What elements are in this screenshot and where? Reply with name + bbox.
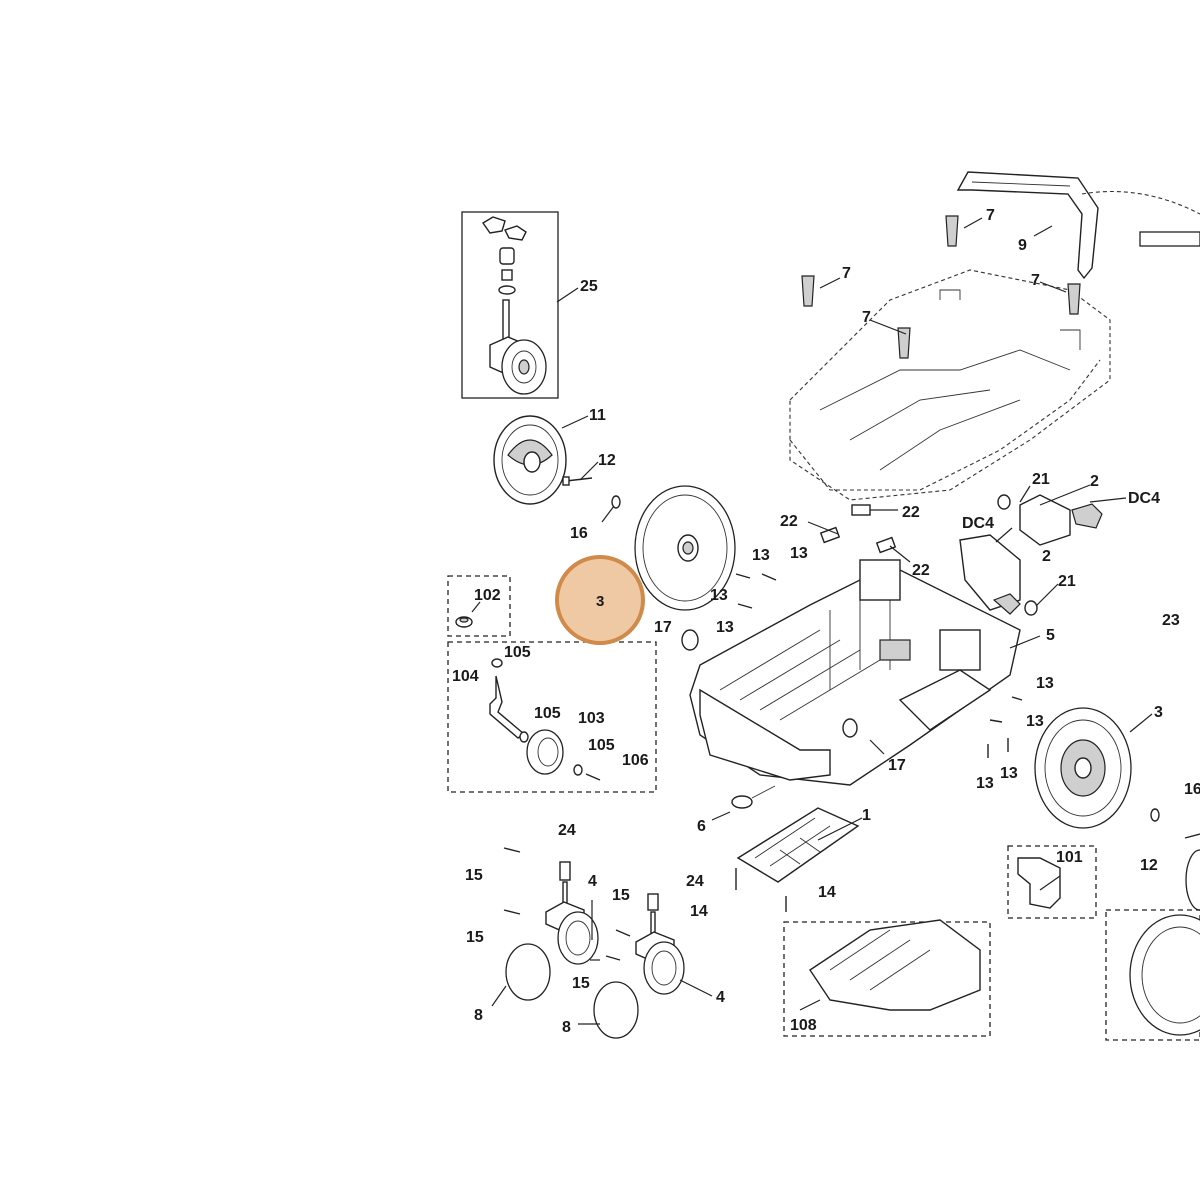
callout-108: 108 — [790, 1017, 817, 1034]
gasket-22-a — [819, 526, 841, 544]
callout-1: 1 — [862, 807, 871, 824]
callout-16: 16 — [570, 525, 588, 542]
caster-wheel-4-right — [635, 893, 685, 995]
callout-22: 22 — [912, 562, 930, 579]
chassis-5 — [689, 559, 1021, 786]
callout-labels: 25 11 12 16 102 105 104 105 103 105 106 … — [452, 207, 1200, 1036]
callout-dc4: DC4 — [1128, 490, 1160, 507]
kit-101-frame — [1007, 845, 1097, 919]
callout-13: 13 — [710, 587, 728, 604]
highlight-label: 3 — [596, 593, 604, 610]
drive-motor-2-lower — [959, 534, 1038, 616]
washer-16-left — [611, 495, 621, 509]
callout-22: 22 — [780, 513, 798, 530]
callout-103: 103 — [578, 710, 605, 727]
callout-2: 2 — [1090, 473, 1099, 490]
callout-16: 16 — [1184, 781, 1200, 798]
callout-102: 102 — [474, 587, 501, 604]
callout-7: 7 — [1031, 272, 1040, 289]
callout-24: 24 — [686, 873, 704, 890]
callout-4: 4 — [588, 873, 597, 890]
callout-6: 6 — [697, 818, 706, 835]
callout-13: 13 — [716, 619, 734, 636]
callout-7: 7 — [842, 265, 851, 282]
screws-small — [503, 573, 1023, 961]
screw-12-left — [562, 476, 593, 486]
callout-13: 13 — [1036, 675, 1054, 692]
callout-4: 4 — [716, 989, 725, 1006]
callout-15: 15 — [465, 867, 483, 884]
callout-7: 7 — [986, 207, 995, 224]
spacer-17-left — [681, 629, 699, 651]
callout-24: 24 — [558, 822, 576, 839]
caster-wheel-4-left — [545, 861, 599, 965]
screw-12-right — [1184, 833, 1200, 839]
tyre-8-left — [505, 943, 551, 1001]
drive-wheel-3-left — [634, 485, 736, 611]
handle-9 — [956, 171, 1200, 280]
callout-106: 106 — [622, 752, 649, 769]
callout-13: 13 — [752, 547, 770, 564]
drive-wheel-3-right — [1034, 707, 1132, 829]
callout-25: 25 — [580, 278, 598, 295]
callout-9: 9 — [1018, 237, 1027, 254]
pad-6 — [731, 785, 776, 809]
wheel-partial-edge — [1185, 849, 1200, 911]
callout-17: 17 — [654, 619, 672, 636]
callout-11: 11 — [589, 407, 606, 424]
callout-13: 13 — [790, 545, 808, 562]
kit-25-frame — [461, 211, 559, 399]
highlight-callout-3[interactable]: 3 — [555, 555, 645, 645]
callout-13: 13 — [976, 775, 994, 792]
gasket-22-c — [875, 536, 897, 554]
screws-7 — [801, 215, 1081, 359]
kit-103-frame — [447, 641, 657, 793]
callout-14: 14 — [818, 884, 836, 901]
callout-17: 17 — [888, 757, 906, 774]
callout-dc4: DC4 — [962, 515, 994, 532]
callout-23: 23 — [1162, 612, 1180, 629]
callout-14: 14 — [690, 903, 708, 920]
hub-cap-11 — [493, 415, 567, 505]
washer-16-right — [1150, 808, 1160, 822]
callout-12: 12 — [1140, 857, 1158, 874]
callout-104: 104 — [452, 668, 479, 685]
callout-8: 8 — [474, 1007, 483, 1024]
callout-13: 13 — [1026, 713, 1044, 730]
gasket-22-b — [851, 504, 871, 516]
kit-108-frame — [783, 919, 991, 1037]
callout-2: 2 — [1042, 548, 1051, 565]
drive-motor-2-upper — [997, 494, 1103, 546]
callout-105: 105 — [504, 644, 531, 661]
cover-1 — [736, 807, 860, 883]
callout-13: 13 — [1000, 765, 1018, 782]
callout-7: 7 — [862, 309, 871, 326]
callout-21: 21 — [1058, 573, 1076, 590]
callout-15: 15 — [612, 887, 630, 904]
callout-5: 5 — [1046, 627, 1055, 644]
callout-3: 3 — [1154, 704, 1163, 721]
tyre-8-right — [593, 981, 639, 1039]
callout-12: 12 — [598, 452, 616, 469]
callout-15: 15 — [572, 975, 590, 992]
kit-wheel-frame — [1105, 909, 1200, 1041]
callout-101: 101 — [1056, 849, 1083, 866]
callout-15: 15 — [466, 929, 484, 946]
callout-22: 22 — [902, 504, 920, 521]
callout-105: 105 — [588, 737, 615, 754]
callout-21: 21 — [1032, 471, 1050, 488]
callout-105: 105 — [534, 705, 561, 722]
upper-housing — [789, 269, 1111, 501]
callout-8: 8 — [562, 1019, 571, 1036]
kit-102-frame — [447, 575, 511, 637]
